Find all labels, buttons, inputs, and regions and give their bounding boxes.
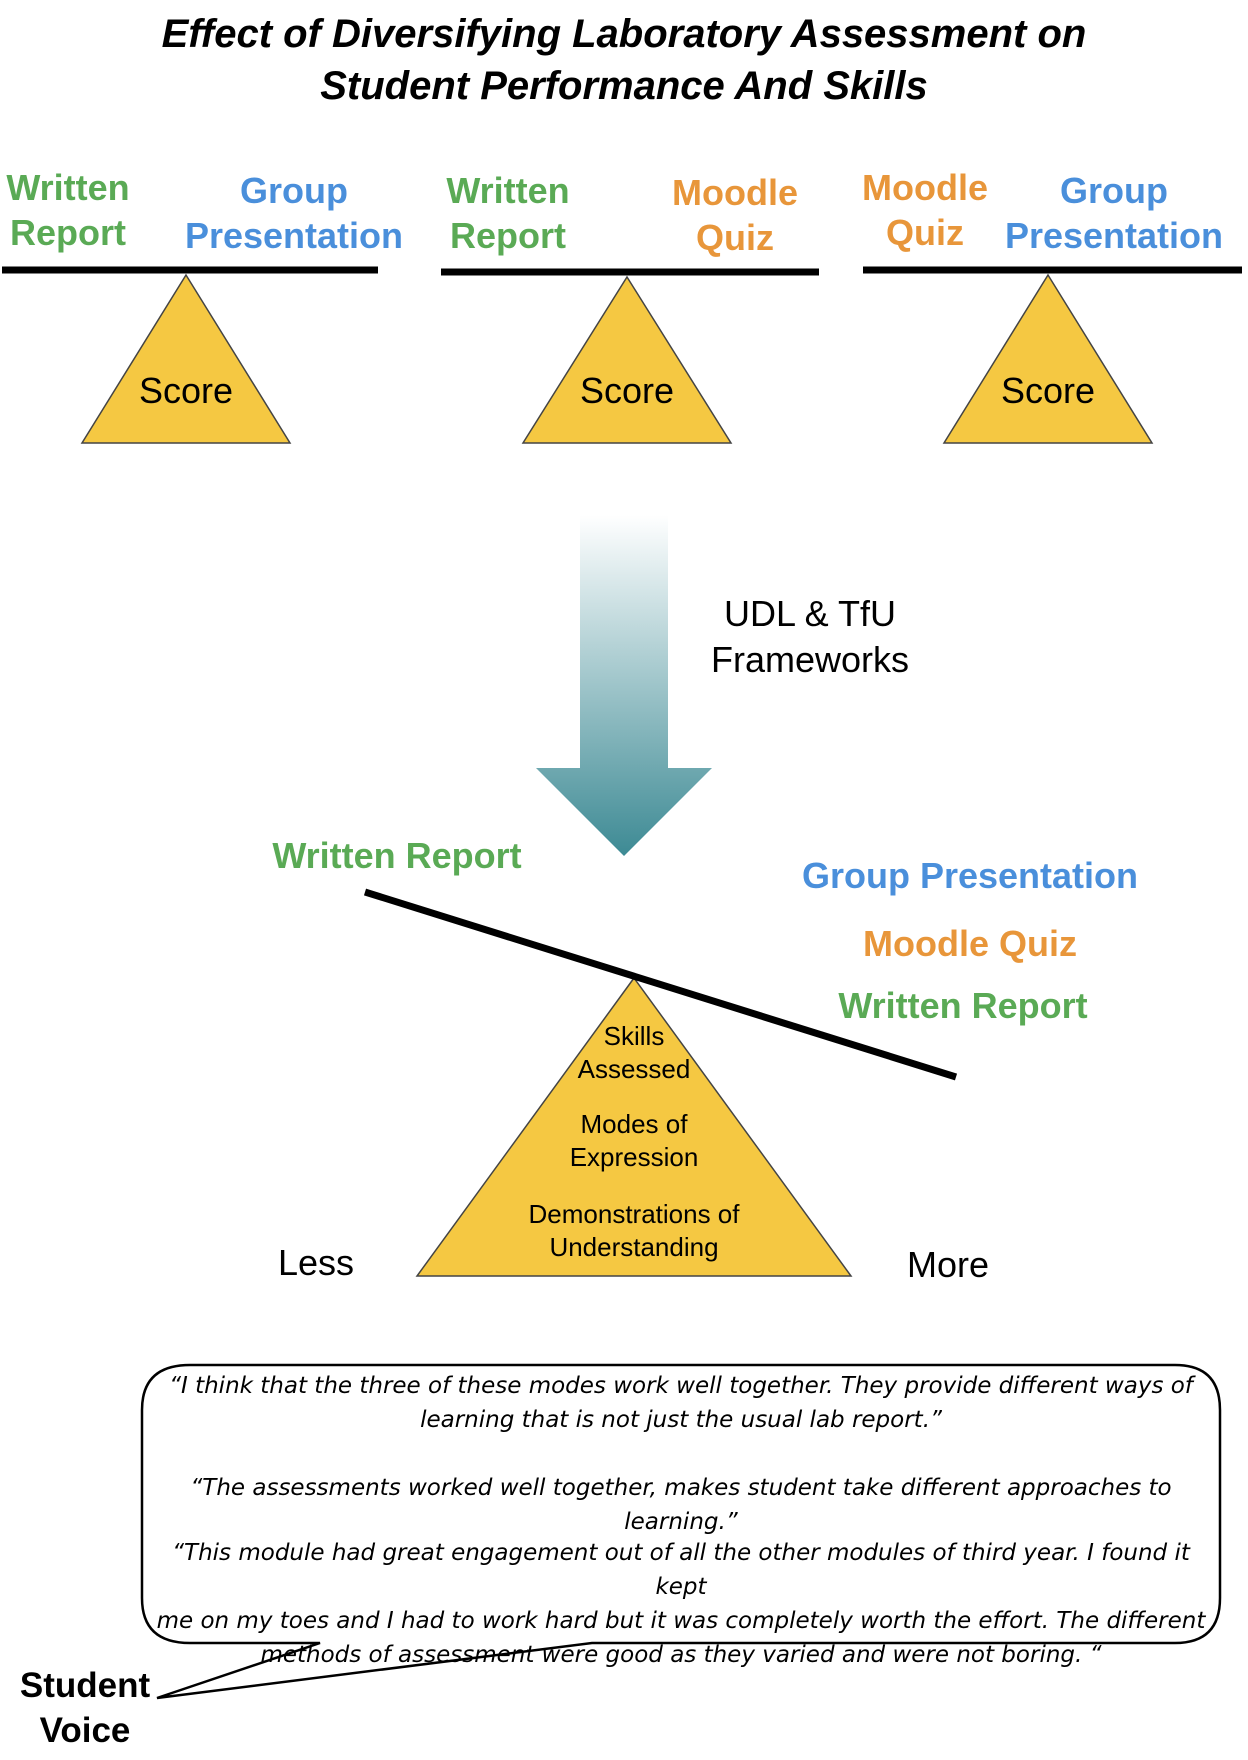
title-line-2: Student Performance And Skills bbox=[320, 64, 928, 108]
fulcrum-modes-of-expression: Modes of Expression bbox=[504, 1108, 764, 1174]
quote-2-line-1: “The assessments worked well together, m… bbox=[190, 1475, 1172, 1535]
balance-1-left-line-1: Written bbox=[6, 167, 130, 208]
balance-2-left-line-2: Report bbox=[450, 215, 566, 256]
balance-3-fulcrum-label: Score bbox=[1000, 370, 1096, 411]
fulcrum-skills-assessed: Skills Assessed bbox=[504, 1020, 764, 1086]
student-voice-line-1: Student bbox=[19, 1666, 151, 1705]
balance-1-fulcrum bbox=[80, 273, 292, 444]
tilted-right-item-group-presentation: Group Presentation bbox=[801, 855, 1139, 896]
framework-line-1: UDL & TfU bbox=[723, 593, 897, 634]
balance-3-left-line-2: Quiz bbox=[886, 212, 964, 253]
tilted-beam bbox=[363, 888, 958, 1081]
fulcrum-line-modes-of: Modes of bbox=[580, 1109, 688, 1139]
balance-1-right-label: Group Presentation bbox=[180, 168, 408, 258]
fulcrum-line-demonstrations-of: Demonstrations of bbox=[528, 1199, 740, 1229]
title-line-1: Effect of Diversifying Laboratory Assess… bbox=[161, 12, 1087, 56]
quote-3-line-3: methods of assessment were good as they … bbox=[260, 1642, 1102, 1668]
balance-1-fulcrum-label: Score bbox=[138, 370, 234, 411]
student-voice-label: Student Voice bbox=[0, 1663, 170, 1753]
balance-2-fulcrum bbox=[521, 275, 733, 444]
student-quote-3: “This module had great engagement out of… bbox=[148, 1536, 1214, 1672]
fulcrum-line-understanding: Understanding bbox=[549, 1232, 719, 1262]
balance-2-left-line-1: Written bbox=[446, 170, 570, 211]
speech-bubble-outline bbox=[140, 1363, 1222, 1700]
quote-1-line-2: learning that is not just the usual lab … bbox=[420, 1407, 942, 1433]
balance-3-right-label: Group Presentation bbox=[1000, 168, 1228, 258]
framework-arrow bbox=[536, 515, 712, 856]
balance-3-right-line-2: Presentation bbox=[1004, 215, 1224, 256]
balance-3-right-line-1: Group bbox=[1060, 170, 1168, 211]
balance-1-right-line-1: Group bbox=[240, 170, 348, 211]
less-label: Less bbox=[278, 1242, 355, 1283]
quote-3-line-1: “This module had great engagement out of… bbox=[172, 1540, 1190, 1600]
fulcrum-demonstrations: Demonstrations of Understanding bbox=[474, 1198, 794, 1264]
fulcrum-line-skills: Skills bbox=[603, 1021, 665, 1051]
tilted-right-item-moodle-quiz: Moodle Quiz bbox=[863, 923, 1077, 964]
fulcrum-line-assessed: Assessed bbox=[577, 1054, 691, 1084]
framework-label: UDL & TfU Frameworks bbox=[680, 591, 940, 683]
fulcrum-line-expression: Expression bbox=[569, 1142, 699, 1172]
balance-1-right-line-2: Presentation bbox=[184, 215, 404, 256]
balance-2-right-line-2: Quiz bbox=[696, 217, 774, 258]
balance-3-left-line-1: Moodle bbox=[862, 167, 988, 208]
skills-fulcrum bbox=[415, 976, 853, 1277]
balance-1-left-label: Written Report bbox=[2, 165, 134, 255]
balance-2-right-line-1: Moodle bbox=[672, 172, 798, 213]
balance-2-fulcrum-label: Score bbox=[579, 370, 675, 411]
quote-1-line-1: “I think that the three of these modes w… bbox=[169, 1373, 1193, 1399]
tilted-right-item-written-report: Written Report bbox=[838, 985, 1088, 1026]
tilted-left-item: Written Report bbox=[272, 835, 522, 876]
balance-2-left-label: Written Report bbox=[442, 168, 574, 258]
more-label: More bbox=[907, 1244, 990, 1285]
balance-1-left-line-2: Report bbox=[10, 212, 126, 253]
diagram-title: Effect of Diversifying Laboratory Assess… bbox=[0, 8, 1248, 112]
balance-3-left-label: Moodle Quiz bbox=[855, 165, 995, 255]
student-voice-line-2: Voice bbox=[39, 1711, 131, 1750]
balance-3-fulcrum bbox=[942, 273, 1154, 444]
student-quote-2: “The assessments worked well together, m… bbox=[148, 1471, 1214, 1539]
balance-2-right-label: Moodle Quiz bbox=[660, 170, 810, 260]
quote-3-line-2: me on my toes and I had to work hard but… bbox=[156, 1608, 1206, 1634]
student-quote-1: “I think that the three of these modes w… bbox=[148, 1369, 1214, 1437]
framework-line-2: Frameworks bbox=[710, 639, 910, 680]
